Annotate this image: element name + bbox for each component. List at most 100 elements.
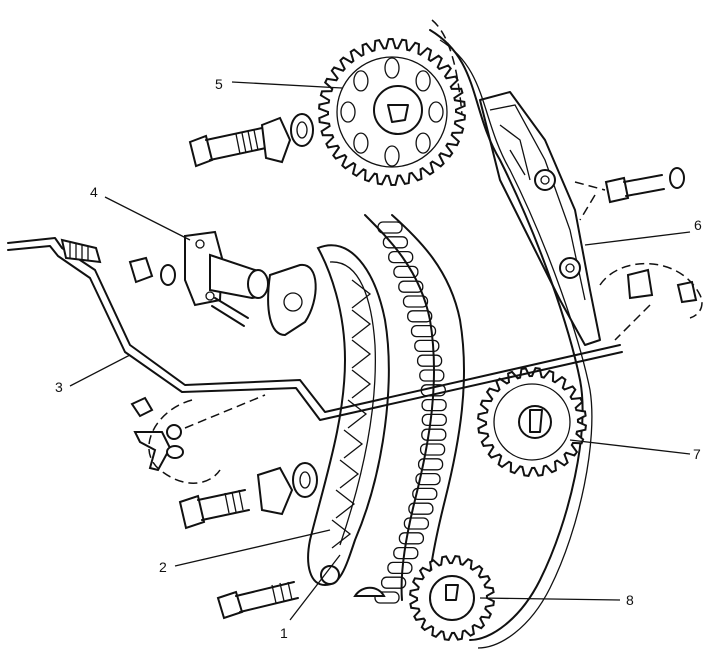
flat-washer [290,113,314,147]
chain-link [417,458,444,471]
chain-guide-rail-right [479,91,601,346]
chain-link [416,354,443,367]
callout-3: 3 [55,379,63,395]
chain-dash-top [431,19,463,116]
hydraulic-tensioner [128,230,269,327]
chain-link [403,517,430,530]
chain-link [407,310,433,323]
bolt-shank [205,127,267,161]
rail-rib [351,279,372,309]
timing-chain-outer-loop [429,29,584,641]
callout-2: 2 [159,559,167,575]
guide-inner-edge [489,104,586,301]
chain-link [388,250,414,264]
upper-rail-bolt [604,167,685,204]
timing-chain-main-run [364,214,466,604]
sprocket-hole [428,101,444,123]
rail-rib [331,519,352,549]
rail-rib [351,339,372,369]
clip-left-dash-line [184,394,266,429]
rail-pivot-lower [559,257,581,279]
chain-link [415,472,441,486]
tensioner-nut [128,256,154,284]
intermediate-sprocket [477,367,587,477]
camshaft-sprocket [318,37,466,187]
tensioner-washer [160,264,176,286]
rail-pivot-upper-hole [540,175,550,185]
chain-tensioner-rail [307,244,390,587]
chain-link [412,487,438,501]
camshaft-sprocket-key [387,104,409,123]
eccentric-washer [260,116,292,164]
chain-link [393,265,419,279]
leader-7 [569,439,691,455]
chain-link [421,428,447,441]
leader-3 [69,354,131,387]
tensioner-stud [211,297,249,327]
tube-clip-left [130,396,184,472]
camshaft-bolt-assembly [188,113,314,168]
callout-1: 1 [280,625,288,641]
rail-rib [351,309,372,339]
rail-bolt-assembly [178,462,318,530]
rail-rib [343,429,364,459]
bolt-dash-line [574,181,606,221]
bolt-thread [235,129,259,155]
callout-7: 7 [693,446,701,462]
guide-stud-bolt [216,581,299,620]
leader-1 [289,554,341,621]
rail-rib [339,459,360,489]
chain-link [408,502,434,515]
chain-link [414,339,440,353]
sprocket-hole [415,70,431,92]
chain-link [377,221,403,234]
leader-2 [174,529,331,567]
camshaft-sprocket-hub [373,85,423,135]
hex-bolt-head [188,134,214,168]
chain-link [380,576,407,589]
leader-4 [104,196,191,241]
tensioner-gasket [267,263,317,337]
crankshaft-sprocket-hub [429,575,475,621]
oil-spray-tube [7,237,623,421]
intermediate-sprocket-hub [518,405,552,439]
chain-link [387,561,413,575]
rail-pivot-hole [320,565,340,585]
chain-link [419,369,445,382]
chain-link [398,280,424,293]
rail-rib [335,489,356,519]
chain-link [398,532,425,545]
callout-4: 4 [90,184,98,200]
leader-5 [231,81,343,89]
guide-ribs [499,124,531,181]
leader-8 [479,597,621,601]
sprocket-hole [353,70,369,92]
chain-link [419,443,446,456]
chain-link [421,413,447,427]
sprocket-hole [340,101,356,123]
chain-link [402,295,429,308]
tube-clip-right [626,268,698,304]
timing-chain-outer-loop-2 [439,39,593,649]
crankshaft-sprocket [409,555,495,641]
clip-right-dash-line [614,304,651,341]
sprocket-hole [353,132,369,154]
leader-lines [69,81,691,621]
rail-pivot-lower-hole [565,263,575,273]
callout-8: 8 [626,592,634,608]
chain-link [393,546,419,560]
tube-fitting [60,238,102,264]
callout-6: 6 [694,217,702,233]
rail-rib [351,369,372,399]
callout-5: 5 [215,76,223,92]
sprocket-hole [384,145,400,167]
chain-link [410,324,437,338]
sprocket-hole [415,132,431,154]
rail-pivot-upper [534,169,556,191]
chain-link [421,398,447,412]
sprocket-hole [384,57,400,79]
chain-link [374,591,400,604]
leader-6 [584,231,691,246]
